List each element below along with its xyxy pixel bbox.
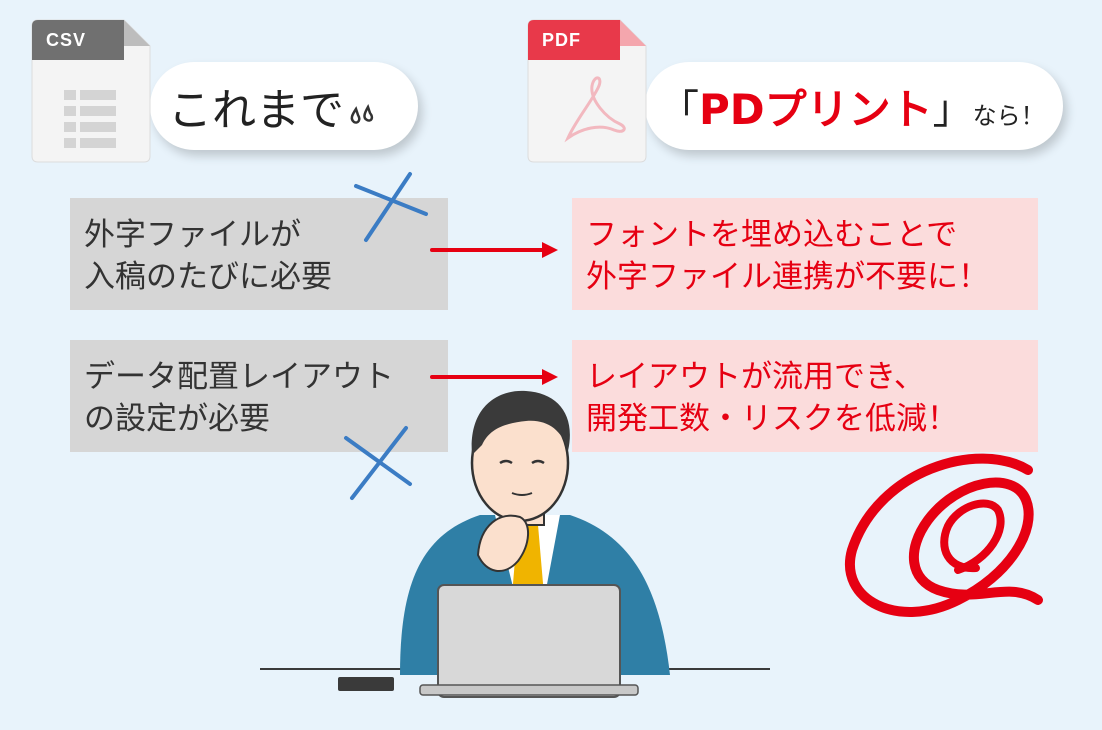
cross-mark-icon: [354, 172, 428, 242]
before-line: データ配置レイアウト: [84, 359, 394, 395]
cross-mark-icon: [344, 426, 412, 500]
after-box-1: フォントを埋め込むことで 外字ファイル連携が不要に！: [572, 198, 1038, 310]
sweat-drops-icon: [350, 103, 374, 124]
businessman-illustration: [260, 390, 770, 698]
double-circle-mark-icon: [845, 453, 1043, 617]
before-box-2: データ配置レイアウト の設定が必要: [70, 340, 448, 452]
pdf-file-icon: PDF: [527, 19, 647, 163]
after-line: 開発工数・リスクを低減！: [586, 401, 958, 437]
after-pill: 「 PDプリント 」 なら！: [645, 62, 1063, 150]
after-line: 外字ファイル連携が不要に！: [586, 259, 989, 295]
arrow-right-icon: [430, 369, 558, 385]
before-pill: これまで: [150, 62, 418, 150]
arrow-right-icon: [430, 242, 558, 258]
after-suffix: なら！: [972, 101, 1045, 130]
bracket-close: 」: [932, 87, 973, 133]
before-line: 入稿のたびに必要: [84, 259, 332, 295]
before-line: の設定が必要: [84, 401, 270, 437]
before-box-1: 外字ファイルが 入稿のたびに必要: [70, 198, 448, 310]
bracket-open: 「: [659, 87, 699, 133]
before-line: 外字ファイルが: [84, 217, 301, 253]
csv-tag-label: CSV: [46, 29, 87, 50]
after-box-2: レイアウトが流用でき、 開発工数・リスクを低減！: [572, 340, 1038, 452]
before-title: これまで: [168, 85, 344, 136]
after-line: レイアウトが流用でき、: [586, 359, 925, 395]
after-line: フォントを埋め込むことで: [586, 217, 958, 253]
csv-file-icon: CSV: [31, 19, 151, 163]
pdf-tag-label: PDF: [542, 29, 581, 50]
brand-name: PDプリント: [699, 84, 933, 134]
after-title: 「 PDプリント 」 なら！: [659, 76, 1045, 137]
